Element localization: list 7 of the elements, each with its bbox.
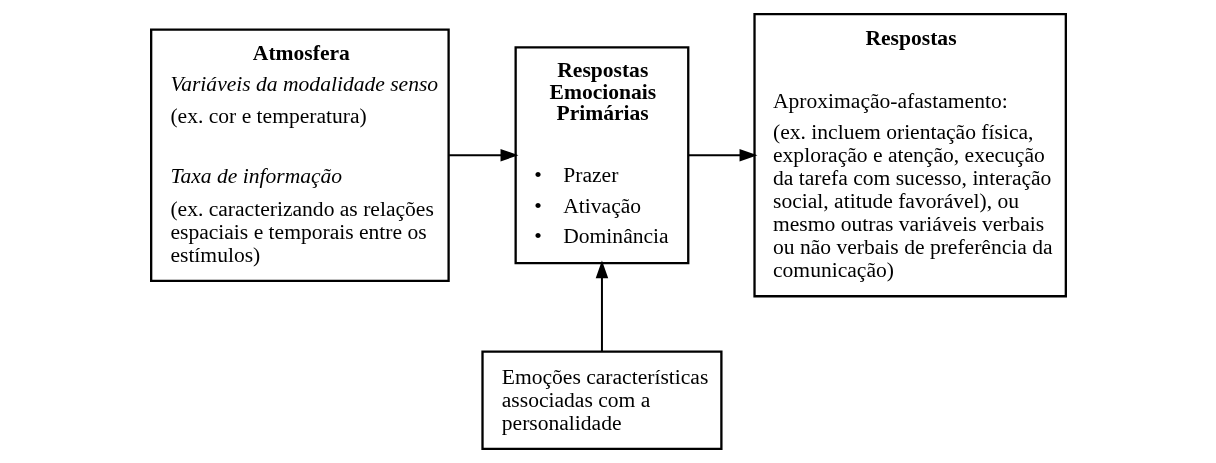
node-box: Emoções características associadas com a personalidade <box>480 350 723 450</box>
arrow <box>687 148 757 162</box>
node-box: Atmosfera Variáveis da modalidade senso (ex. cor e temperatura) Taxa de informação (ex. caracterizando as relações espaciais e temporais entre os estímulos) <box>149 28 450 282</box>
arrow <box>447 148 518 162</box>
node-box: Respostas Emocionais Primárias • Prazer • Ativação • Dominância <box>514 46 689 265</box>
arrow <box>595 260 608 353</box>
node-box: Respostas Aproximação-afastamento: (ex. incluem orientação física, exploração e atenção, execução da tarefa com sucesso, interação social, atitude favorável), ou mesmo outras variáveis verbais ou não verbais de preferência da comunicação) <box>752 13 1067 298</box>
